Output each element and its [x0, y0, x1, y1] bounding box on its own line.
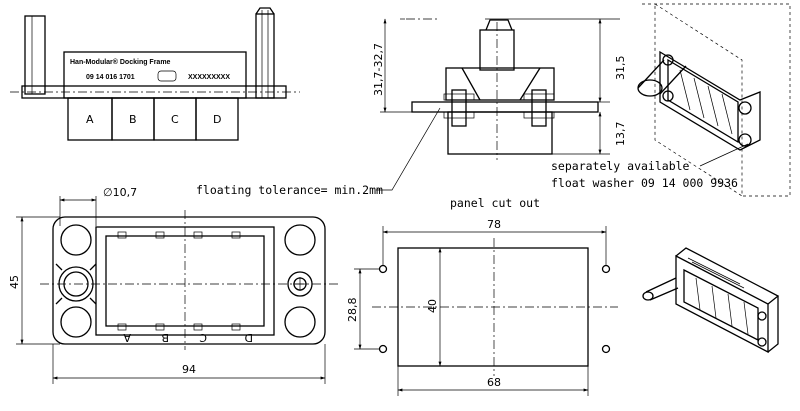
top-slot-d: D	[245, 331, 253, 344]
frame-label-title: Han-Modular® Docking Frame	[70, 58, 171, 66]
slot-label-b: B	[129, 113, 137, 126]
top-slot-b: B	[161, 331, 169, 344]
dim-cutout-height: 40	[426, 299, 439, 313]
slot-label-a: A	[86, 113, 94, 126]
top-slot-a: A	[123, 331, 131, 344]
front-view: Han-Modular® Docking Frame 09 14 016 170…	[10, 7, 300, 141]
dim-cutout-holes: 28,8	[346, 298, 359, 323]
slot-label-d: D	[213, 113, 221, 126]
dim-height: 45	[8, 275, 21, 289]
dim-total-height: 31,7-32,7	[372, 43, 385, 96]
dim-cutout-outer: 78	[487, 218, 501, 231]
panel-cutout: panel cut out 78 68 40 28,8	[346, 196, 618, 396]
dim-diameter: ∅10,7	[103, 186, 137, 199]
frame-label-partnumber: 09 14 016 1701	[86, 74, 135, 81]
dim-width: 94	[182, 363, 196, 376]
isometric-frame-view	[642, 247, 780, 354]
side-view: 31,7-32,7 31,5 13,7	[372, 18, 627, 191]
washer-note-line2: float washer 09 14 000 9936	[551, 176, 738, 190]
frame-label-code: XXXXXXXXX	[188, 74, 230, 81]
washer-note-line1: separately available	[551, 159, 690, 173]
dim-cutout-inner: 68	[487, 376, 501, 389]
top-view: A B C D ∅10,7 94 45	[8, 186, 340, 384]
floating-tolerance-note: floating tolerance= min.2mm	[196, 183, 383, 197]
isometric-panel-view	[637, 3, 791, 197]
slot-label-c: C	[171, 113, 179, 126]
top-slot-c: C	[199, 331, 207, 344]
dim-lower-height: 13,7	[614, 122, 627, 147]
dim-upper-height: 31,5	[614, 56, 627, 81]
cutout-title: panel cut out	[450, 196, 540, 210]
